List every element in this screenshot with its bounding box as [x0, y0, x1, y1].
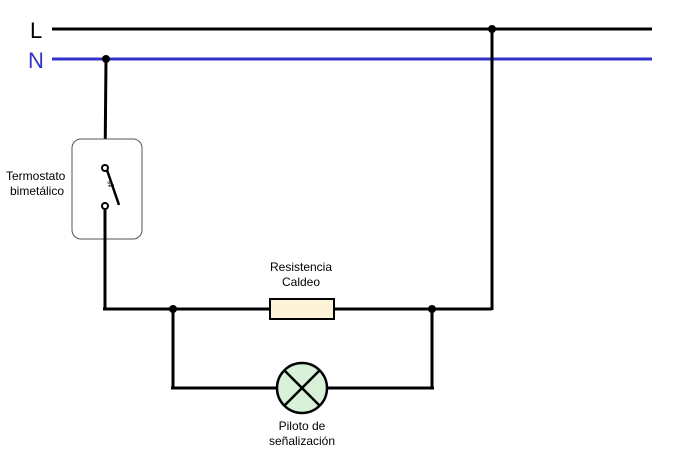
thermostat-label-line2: bimetálico	[10, 184, 64, 198]
thermostat-temp-symbol: t°	[106, 180, 116, 187]
neutral-junction-node	[102, 55, 110, 63]
thermostat-contact-top	[101, 164, 109, 172]
heating-resistor	[269, 298, 335, 320]
lamp-label-line1: Piloto de	[279, 419, 326, 433]
thermostat-label-line1: Termostato	[6, 169, 66, 183]
pilot-lamp-icon	[275, 361, 329, 415]
resistor-label-line2: Caldeo	[282, 275, 320, 289]
resistor-label-line1: Resistencia	[270, 260, 332, 274]
lamp-label-line2: señalización	[269, 434, 335, 448]
live-rail-label: L	[30, 18, 42, 43]
neutral-rail-label: N	[28, 48, 44, 73]
thermostat-housing	[71, 138, 143, 240]
live-junction-node	[488, 25, 496, 33]
thermostat-contact-bottom	[101, 202, 109, 210]
thermostat-switch-blade	[105, 169, 121, 206]
